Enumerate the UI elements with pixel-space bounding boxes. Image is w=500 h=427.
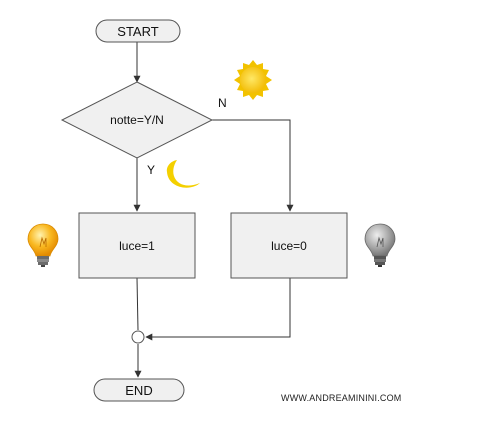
start-terminal — [95, 19, 181, 43]
edge-decision-no — [212, 119, 294, 212]
edge-no-to-merge — [145, 278, 291, 341]
decision-diamond — [60, 81, 214, 159]
process-no-label: luce=0 — [271, 238, 307, 253]
connectors — [133, 42, 294, 378]
light-bulb-on-icon — [27, 223, 59, 267]
no-branch-label: N — [218, 96, 227, 110]
moon-icon — [166, 160, 200, 188]
yes-branch-label: Y — [147, 163, 156, 177]
sun-icon — [234, 60, 272, 100]
edge-yes-to-merge — [136, 277, 139, 331]
process-yes-label: luce=1 — [119, 238, 155, 253]
end-terminal — [93, 378, 185, 402]
start-label: START — [117, 23, 159, 39]
process-yes-box — [78, 212, 196, 279]
website-credit: WWW.ANDREAMININI.COM — [281, 393, 402, 403]
merge-connector — [131, 330, 145, 344]
decision-label: notte=Y/N — [110, 113, 164, 127]
end-label: END — [125, 382, 153, 398]
process-no-box — [230, 212, 348, 279]
light-bulb-off-icon — [364, 223, 396, 267]
